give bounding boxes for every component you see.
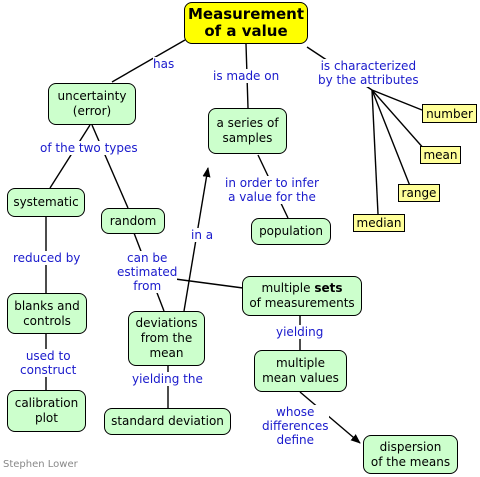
link-label-infer: in order to infer a value for the (225, 176, 319, 204)
node-measurement-text: Measurement of a value (187, 5, 305, 40)
node-blanks-text: blanks and controls (14, 298, 80, 328)
edge-attr-median (371, 89, 379, 215)
link-label-yielding: yielding (276, 325, 324, 339)
node-multiple-means-text: multiple mean values (262, 356, 339, 385)
node-population: population (251, 218, 331, 245)
node-systematic: systematic (7, 188, 85, 217)
node-std-dev-text: standard deviation (111, 414, 224, 428)
attr-mean: mean (420, 146, 461, 164)
node-measurement: Measurement of a value (184, 2, 308, 44)
node-samples-text: a series of samples (216, 116, 279, 145)
node-multiple-sets-post: of measurements (249, 296, 355, 310)
edge-attr-mean (371, 89, 426, 151)
edge-attr-number (371, 89, 423, 111)
node-deviations: deviations from the mean (128, 311, 205, 366)
link-label-characterized: is characterized by the attributes (318, 59, 419, 87)
node-std-dev: standard deviation (104, 408, 231, 435)
node-random-text: random (109, 213, 157, 228)
author-credit: Stephen Lower (3, 459, 78, 470)
node-multiple-sets-pre: multiple (261, 281, 315, 295)
link-label-in-a: in a (191, 228, 214, 242)
edge-title-uncertainty (111, 39, 186, 83)
link-label-used-to: used to construct (20, 349, 77, 377)
attr-number-text: number (426, 106, 473, 121)
node-population-text: population (259, 224, 323, 238)
node-calibration-text: calibration plot (14, 396, 79, 425)
link-label-made-on: is made on (213, 69, 280, 83)
node-dispersion: dispersion of the means (363, 435, 458, 474)
node-dispersion-text: dispersion of the means (370, 439, 451, 469)
node-multiple-sets-bold: sets (314, 281, 343, 295)
link-label-whose: whose differences define (262, 405, 329, 447)
edge-uncertainty-random (91, 124, 129, 209)
edge-means-dispersion (299, 391, 361, 444)
node-deviations-text: deviations from the mean (135, 316, 198, 360)
attr-range: range (398, 184, 440, 202)
attr-number: number (422, 104, 477, 123)
attr-mean-text: mean (423, 148, 458, 162)
node-random: random (101, 208, 165, 234)
edge-attr-range (371, 89, 411, 187)
attr-median-text: median (356, 216, 402, 230)
attr-range-text: range (401, 186, 437, 200)
node-calibration: calibration plot (7, 390, 86, 432)
node-systematic-text: systematic (13, 195, 79, 209)
link-label-two-types: of the two types (40, 141, 138, 155)
link-label-yielding-the: yielding the (132, 372, 203, 386)
node-blanks: blanks and controls (7, 293, 87, 334)
link-label-estimated: can be estimated from (117, 251, 178, 293)
node-samples: a series of samples (208, 108, 287, 154)
node-uncertainty-text: uncertainty (error) (57, 89, 127, 118)
node-multiple-means: multiple mean values (254, 350, 347, 392)
link-label-has: has (153, 57, 175, 71)
attr-median: median (353, 214, 405, 232)
link-label-reduced-by: reduced by (13, 251, 81, 265)
edge-uncertainty-systematic (49, 124, 91, 189)
node-uncertainty: uncertainty (error) (48, 83, 136, 125)
